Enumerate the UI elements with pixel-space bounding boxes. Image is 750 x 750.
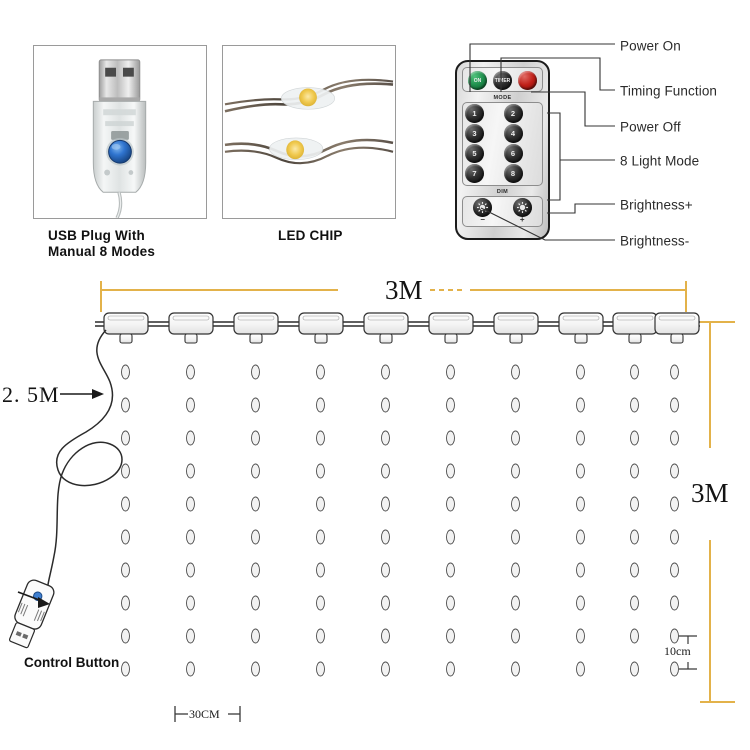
usb-control-plug <box>8 579 55 649</box>
panel-usb-plug <box>33 45 207 219</box>
dimension-strand-spacing-label: 30CM <box>189 707 220 721</box>
remote-timer-button[interactable]: TIMER <box>493 71 512 90</box>
remote-dim-row: – + <box>462 196 543 227</box>
panel-led-chip <box>222 45 396 219</box>
usb-plug-illustration <box>92 59 147 218</box>
remote-mode-button-5[interactable]: 5 <box>465 144 484 163</box>
strand-spacing-dimension <box>174 706 241 722</box>
callout-power-on: Power On <box>620 38 681 54</box>
remote-brightness-up-button[interactable] <box>512 198 532 217</box>
remote-mode-grid: 1 2 3 4 5 6 7 8 <box>462 102 543 186</box>
brightness-down-sign: – <box>480 215 485 224</box>
panel-led-chip-caption: LED CHIP <box>278 228 343 243</box>
remote-dim-label: DIM <box>496 189 509 195</box>
right-dimension-line <box>700 321 735 703</box>
strand-6 <box>428 312 474 697</box>
remote-power-row: ON TIMER <box>462 67 543 92</box>
strand-group <box>103 312 700 697</box>
dimension-height-label: 3M <box>691 478 729 508</box>
strand-5 <box>363 312 409 697</box>
dimension-lead-wire-label: 2. 5M <box>2 382 60 407</box>
control-button-arrow <box>17 591 50 608</box>
led-chip-illustration <box>224 78 394 165</box>
dimension-width-label: 3M <box>385 275 423 305</box>
brightness-icon <box>516 201 528 214</box>
remote-mode-button-3[interactable]: 3 <box>465 124 484 143</box>
callout-brightness-up: Brightness+ <box>620 197 693 213</box>
led-spacing-dimension <box>679 635 697 670</box>
remote-mode-button-4[interactable]: 4 <box>503 124 523 143</box>
remote-control: ON TIMER MODE 1 2 3 4 5 6 7 8 DIM <box>455 60 550 240</box>
strand-3 <box>233 312 279 697</box>
remote-mode-button-8[interactable]: 8 <box>503 164 523 183</box>
remote-mode-label: MODE <box>493 95 512 101</box>
control-button-caption: Control Button <box>24 655 120 670</box>
callout-light-mode: 8 Light Mode <box>620 153 700 169</box>
lead-wire <box>46 329 123 597</box>
lead-wire-arrow <box>60 389 104 399</box>
panel-usb-plug-caption: USB Plug With Manual 8 Modes <box>48 228 156 259</box>
callout-timing: Timing Function <box>620 83 718 99</box>
remote-on-button[interactable]: ON <box>468 71 487 90</box>
top-dimension-line <box>100 281 687 312</box>
remote-mode-button-1[interactable]: 1 <box>465 104 484 123</box>
remote-off-button[interactable] <box>518 71 537 90</box>
brightness-up-sign: + <box>519 215 525 224</box>
strand-10 <box>654 312 700 697</box>
remote-mode-button-7[interactable]: 7 <box>465 164 484 183</box>
remote-mode-button-2[interactable]: 2 <box>503 104 523 123</box>
strand-2 <box>168 312 214 697</box>
strand-7 <box>493 312 539 697</box>
dimension-led-spacing-label: 10cm <box>664 644 691 658</box>
strand-4 <box>298 312 344 697</box>
remote-mode-button-6[interactable]: 6 <box>503 144 523 163</box>
callout-power-off: Power Off <box>620 119 681 135</box>
strand-1 <box>103 312 149 697</box>
strand-8 <box>558 312 604 697</box>
callout-brightness-down: Brightness- <box>620 233 690 249</box>
strand-9 <box>612 312 658 697</box>
